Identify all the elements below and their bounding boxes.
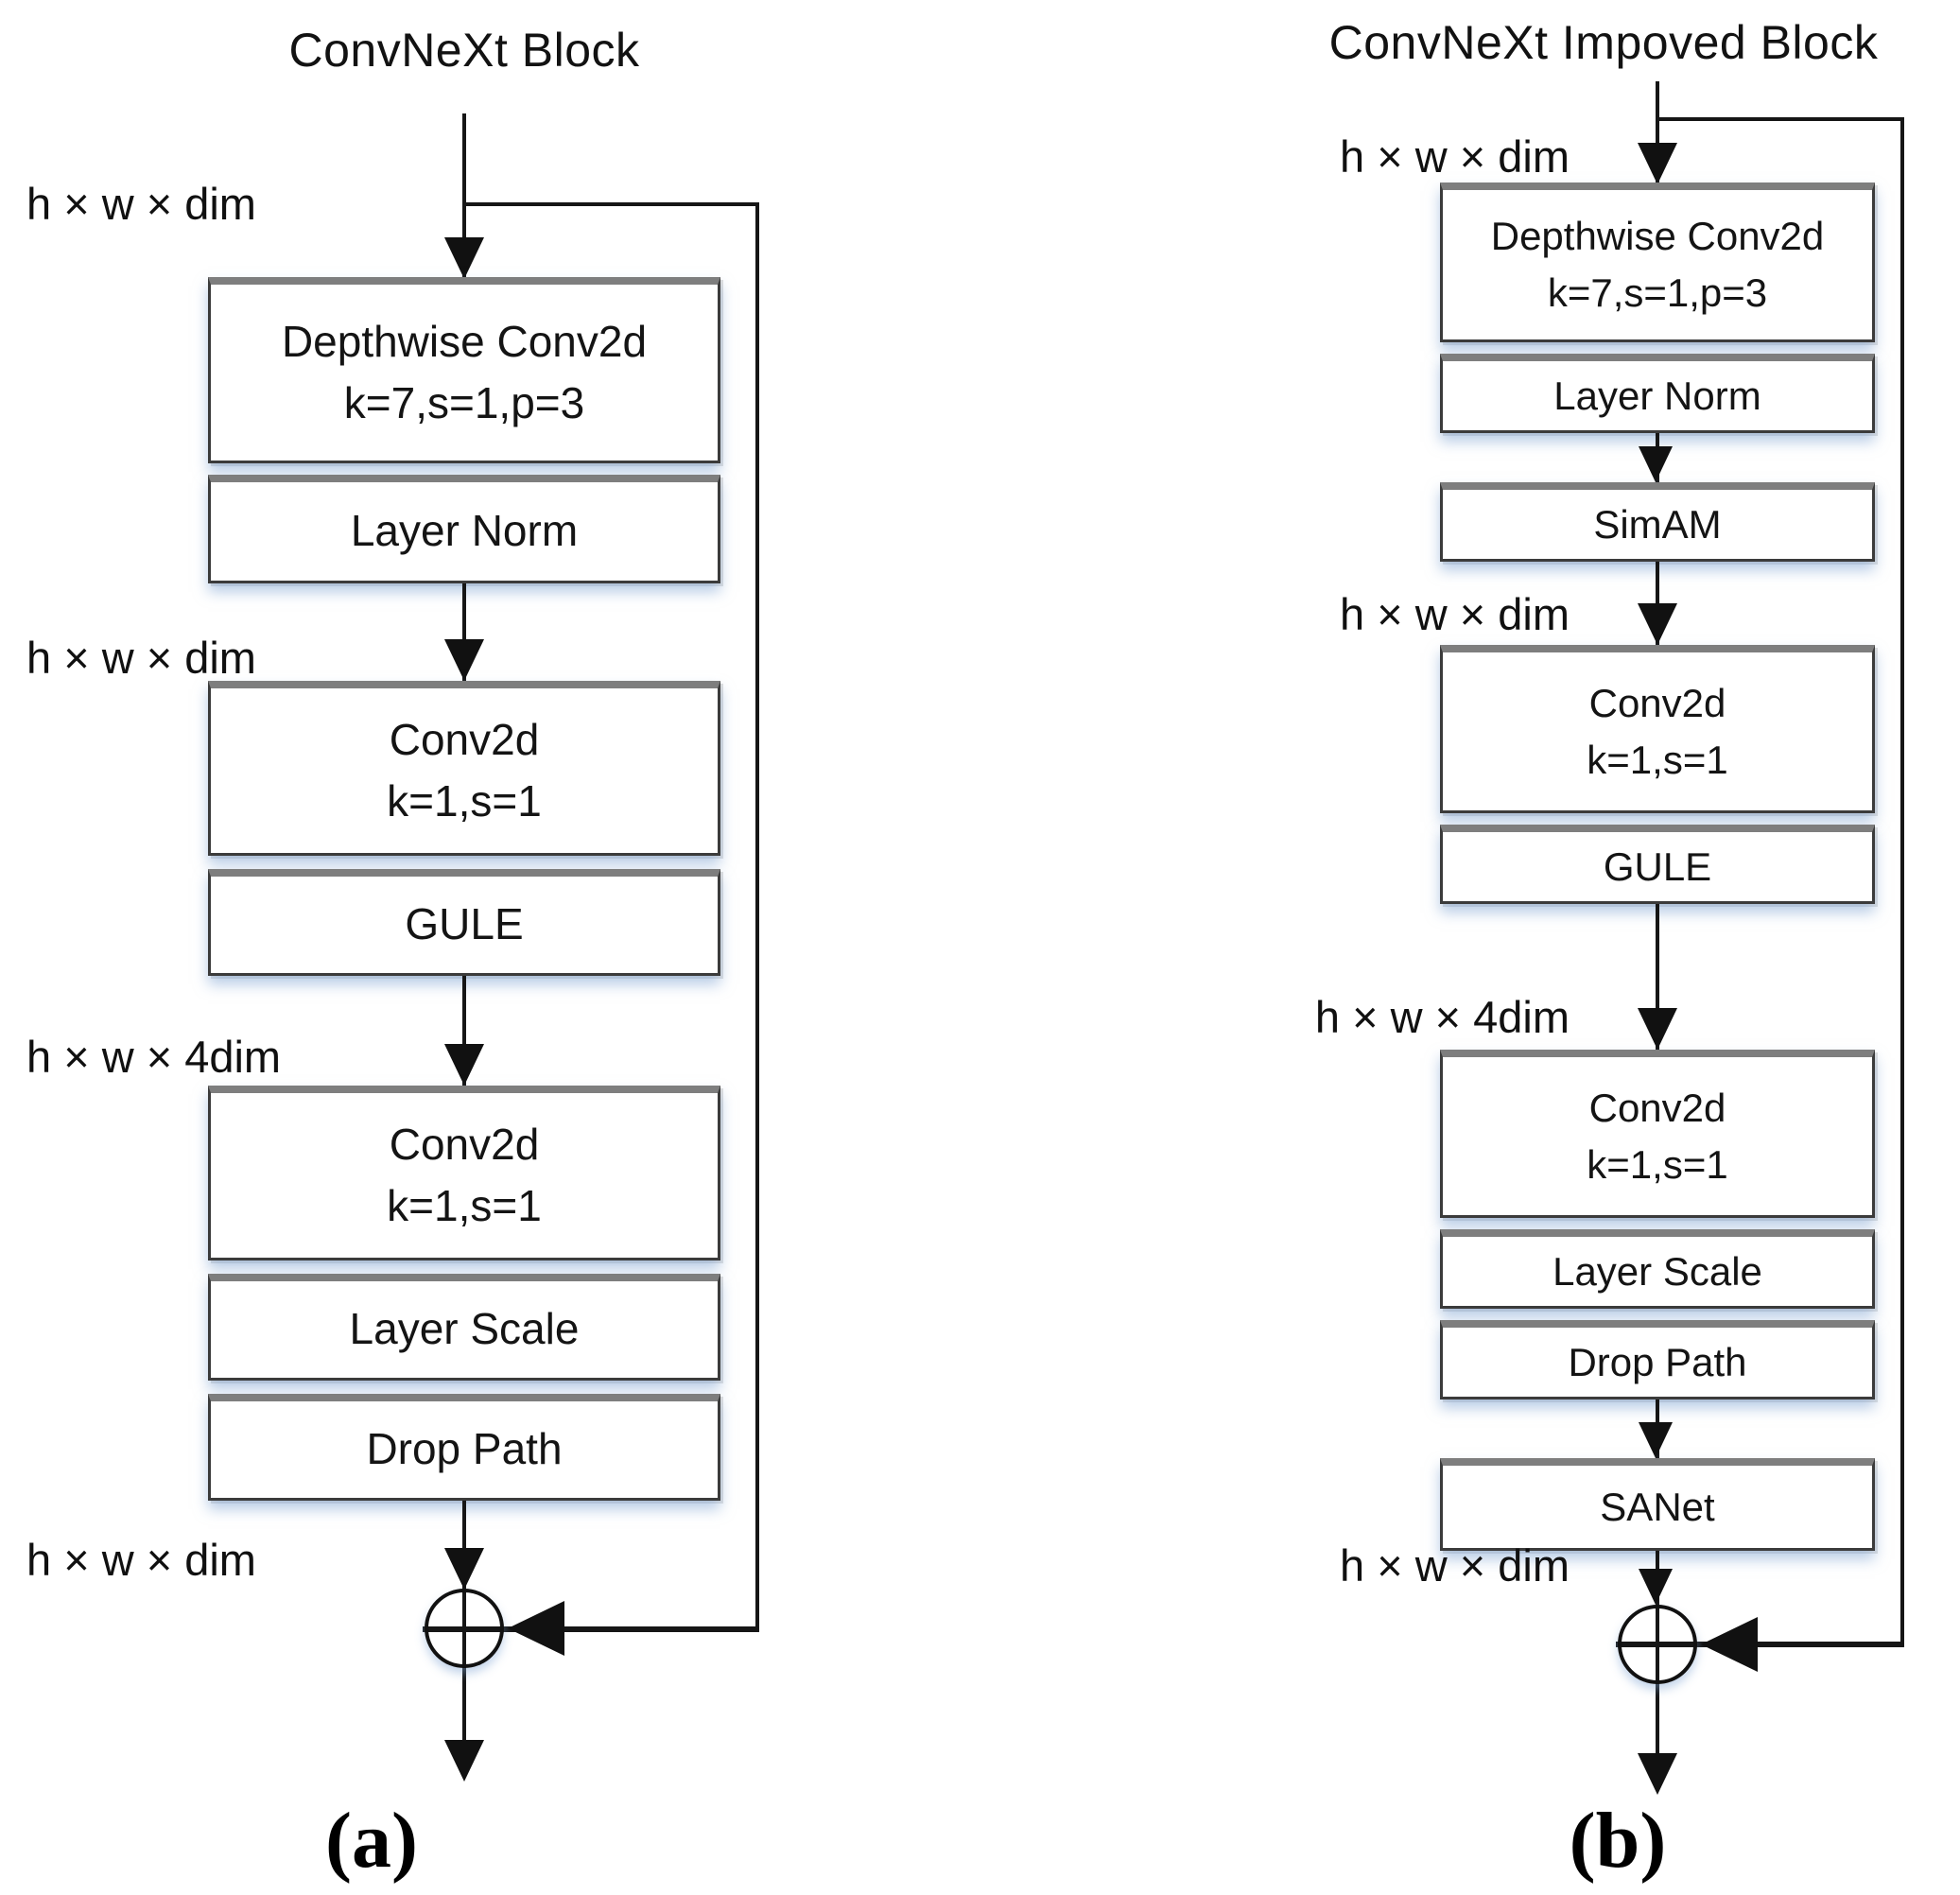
arrowhead-down-icon (1638, 1753, 1677, 1795)
block-drop-path: Drop Path (1440, 1320, 1875, 1400)
sum-node-icon (425, 1589, 504, 1668)
subfigure-caption-a: (a) (325, 1797, 418, 1885)
block-conv2d-expand: Conv2d k=1,s=1 (1440, 645, 1875, 813)
block-label: GULE (405, 899, 524, 949)
block-label: Conv2d (389, 714, 540, 764)
block-params: k=1,s=1 (1587, 737, 1728, 782)
block-params: k=7,s=1,p=3 (1547, 270, 1768, 315)
skip-connection-line (755, 202, 759, 1630)
skip-connection-line (1616, 1642, 1904, 1647)
block-label: Layer Norm (350, 506, 579, 556)
block-sanet: SANet (1440, 1458, 1875, 1551)
block-layer-scale: Layer Scale (1440, 1229, 1875, 1309)
arrowhead-down-icon (444, 639, 484, 681)
block-label: Layer Scale (349, 1304, 580, 1354)
block-label: SANet (1600, 1484, 1715, 1529)
dim-label: h × w × dim (26, 633, 256, 683)
subfigure-caption-b: (b) (1569, 1797, 1667, 1885)
block-conv2d-expand: Conv2d k=1,s=1 (208, 681, 720, 856)
skip-connection-line (464, 202, 759, 206)
block-params: k=7,s=1,p=3 (343, 378, 585, 427)
skip-connection-line (1657, 117, 1904, 121)
block-drop-path: Drop Path (208, 1394, 720, 1501)
arrowhead-down-icon (1638, 1008, 1677, 1050)
block-simam: SimAM (1440, 482, 1875, 562)
flow-line (462, 976, 466, 1086)
block-layer-scale: Layer Scale (208, 1274, 720, 1381)
diagram-a-title: ConvNeXt Block (288, 24, 640, 77)
dim-label: h × w × dim (1340, 1540, 1570, 1591)
dim-label: h × w × dim (1340, 589, 1570, 639)
block-label: Conv2d (1588, 1085, 1726, 1130)
block-gule: GULE (208, 869, 720, 976)
diagram-b-title: ConvNeXt Impoved Block (1328, 16, 1879, 69)
block-gule: GULE (1440, 825, 1875, 904)
sum-node-icon (1618, 1605, 1697, 1684)
arrowhead-down-icon (1638, 603, 1677, 645)
block-conv2d-project: Conv2d k=1,s=1 (1440, 1050, 1875, 1218)
arrowhead-down-icon (1639, 1569, 1673, 1605)
block-conv2d-project: Conv2d k=1,s=1 (208, 1086, 720, 1260)
block-params: k=1,s=1 (387, 776, 542, 826)
dim-label: h × w × dim (26, 179, 256, 229)
flow-line (1656, 904, 1659, 1050)
block-depthwise-conv2d: Depthwise Conv2d k=7,s=1,p=3 (1440, 183, 1875, 342)
flow-line (462, 113, 466, 279)
dim-label: h × w × 4dim (1314, 992, 1570, 1042)
block-label: Drop Path (366, 1424, 563, 1474)
arrowhead-down-icon (444, 1044, 484, 1086)
block-label: Depthwise Conv2d (1490, 214, 1825, 259)
arrowhead-down-icon (1639, 1422, 1673, 1458)
flow-line (1656, 81, 1659, 184)
block-label: Drop Path (1568, 1339, 1747, 1384)
arrowhead-left-icon (508, 1601, 564, 1656)
block-label: GULE (1603, 843, 1712, 889)
block-label: Conv2d (1588, 680, 1726, 725)
skip-connection-line (1900, 117, 1904, 1645)
arrowhead-left-icon (1701, 1617, 1758, 1672)
block-label: Layer Norm (1553, 373, 1761, 418)
block-label: Layer Scale (1552, 1248, 1762, 1294)
block-label: Conv2d (389, 1119, 540, 1169)
arrowhead-down-icon (444, 1548, 484, 1590)
block-label: SimAM (1593, 501, 1722, 547)
arrowhead-down-icon (444, 1740, 484, 1782)
arrowhead-down-icon (1638, 143, 1677, 184)
block-label: Depthwise Conv2d (281, 316, 648, 366)
block-depthwise-conv2d: Depthwise Conv2d k=7,s=1,p=3 (208, 277, 720, 463)
flow-line (462, 583, 466, 681)
block-layer-norm: Layer Norm (208, 475, 720, 583)
block-params: k=1,s=1 (387, 1181, 542, 1230)
block-params: k=1,s=1 (1587, 1141, 1728, 1187)
dim-label: h × w × dim (1340, 131, 1570, 182)
dim-label: h × w × dim (26, 1535, 256, 1585)
arrowhead-down-icon (1639, 446, 1673, 482)
dim-label: h × w × 4dim (26, 1032, 282, 1082)
arrowhead-down-icon (444, 237, 484, 279)
block-layer-norm: Layer Norm (1440, 354, 1875, 433)
skip-connection-line (423, 1626, 759, 1632)
